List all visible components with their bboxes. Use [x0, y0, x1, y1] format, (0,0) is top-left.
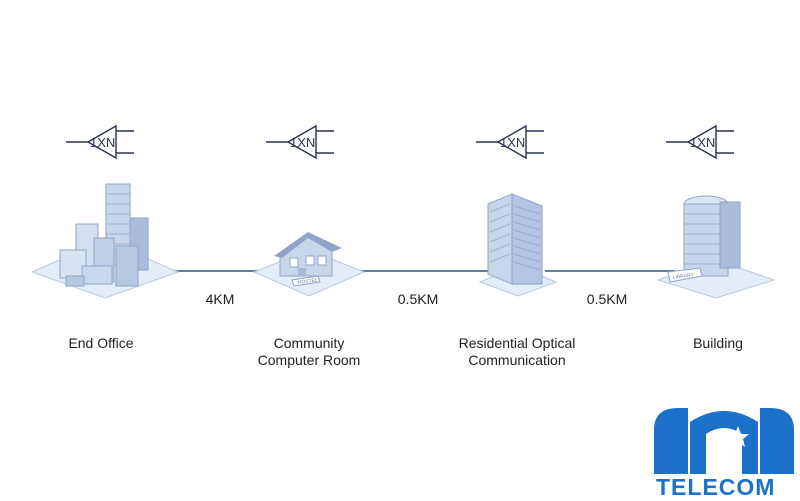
- logo-text: TELECOM: [656, 474, 776, 500]
- splitter-label: 1XN: [290, 135, 315, 150]
- fiber-link: [170, 270, 270, 272]
- node-label-end-office: End Office: [16, 335, 186, 352]
- splitter-icon: 1XN: [474, 118, 546, 166]
- node-label-line: Community: [273, 335, 345, 351]
- splitter-label: 1XN: [90, 135, 115, 150]
- node-label-line: Computer Room: [257, 352, 361, 368]
- node-label-line: Communication: [468, 352, 566, 368]
- splitter-icon: 1XN: [664, 118, 736, 166]
- telecom-logo-icon: [648, 400, 800, 500]
- node-label-line: Building: [693, 335, 743, 351]
- end-office-buildings-icon: [30, 180, 180, 305]
- node-label-residential: Residential Optical Communication: [432, 335, 602, 369]
- fiber-link: [545, 270, 675, 272]
- splitter-icon: 1XN: [264, 118, 336, 166]
- distance-label: 0.5KM: [586, 291, 628, 307]
- library-sign: LIBRARY: [672, 272, 695, 281]
- distance-label: 4KM: [205, 291, 235, 307]
- splitter-icon: 1XN: [64, 118, 136, 166]
- community-house-icon: HOSTEL: [252, 226, 366, 303]
- node-label-building: Building: [633, 335, 800, 352]
- library-building-icon: LIBRARY: [656, 192, 776, 305]
- node-label-line: Residential Optical: [458, 335, 576, 351]
- fiber-link: [362, 270, 490, 272]
- node-label-line: End Office: [68, 335, 134, 351]
- node-label-community: Community Computer Room: [224, 335, 394, 369]
- splitter-label: 1XN: [690, 135, 715, 150]
- hostel-sign: HOSTEL: [297, 277, 318, 286]
- splitter-label: 1XN: [500, 135, 525, 150]
- distance-label: 0.5KM: [397, 291, 439, 307]
- residential-tower-icon: [478, 192, 558, 303]
